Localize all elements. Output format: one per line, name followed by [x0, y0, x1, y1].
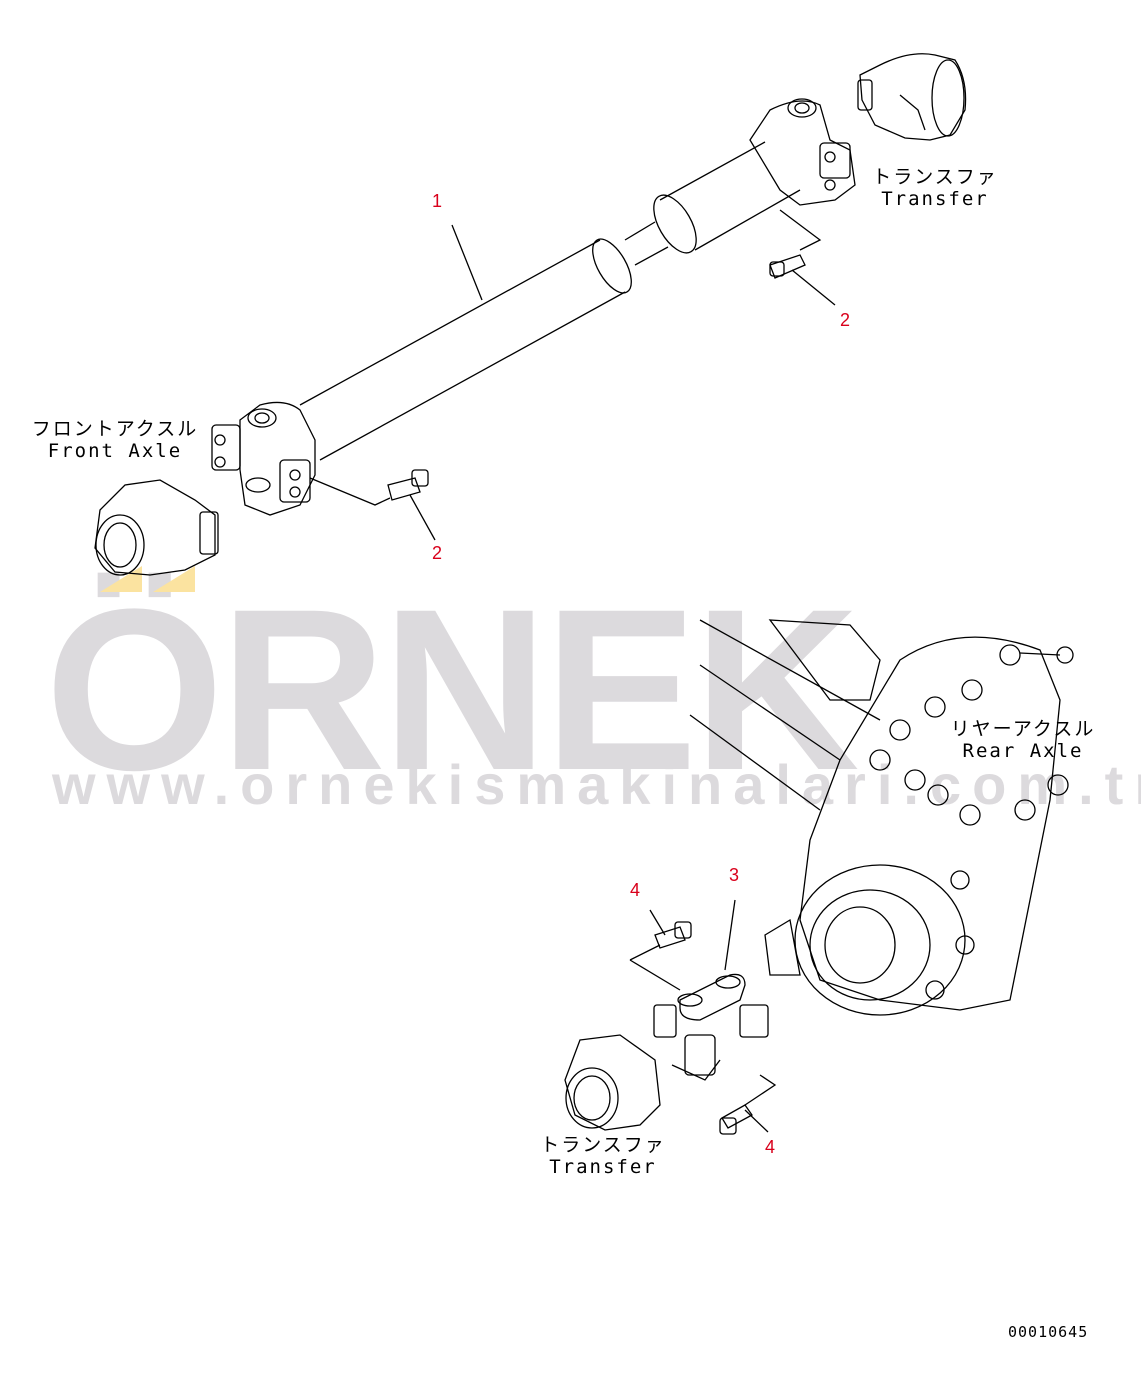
- transfer-top-label: トランスファ Transfer: [870, 166, 1000, 210]
- watermark-url: www.ornekismakinalari.com.tr: [52, 753, 1141, 816]
- rear-axle-housing-drawing: [689, 619, 1074, 1016]
- watermark-brand: ÖRNEK: [45, 561, 860, 818]
- callout-4-bolt-upper[interactable]: 4: [630, 880, 641, 900]
- callout-2-bolt-rear[interactable]: 2: [840, 310, 851, 330]
- rear-axle-label: リヤーアクスル Rear Axle: [948, 718, 1098, 762]
- transfer-flange-top-drawing: [857, 53, 967, 141]
- callout-3-universal-joint[interactable]: 3: [729, 865, 740, 885]
- bolt-lower-drawing: [719, 1074, 777, 1135]
- document-id: 00010645: [1008, 1323, 1089, 1341]
- transfer-bottom-label-jp: トランスファ: [540, 1134, 666, 1156]
- transfer-top-label-en: Transfer: [881, 188, 989, 210]
- callout-2-bolt-front[interactable]: 2: [432, 543, 443, 563]
- watermark-accent-icon: [100, 566, 195, 592]
- front-axle-flange-drawing: [94, 479, 219, 576]
- transfer-flange-bottom-drawing: [564, 1034, 661, 1131]
- front-axle-label-en: Front Axle: [47, 440, 183, 462]
- rear-axle-label-jp: リヤーアクスル: [950, 718, 1096, 740]
- rear-axle-label-en: Rear Axle: [962, 740, 1084, 762]
- bolt-upper-drawing: [649, 909, 692, 949]
- transfer-top-label-jp: トランスファ: [872, 166, 998, 188]
- front-axle-label: フロントアクスル Front Axle: [30, 418, 200, 462]
- drive-shaft-drawing: [211, 98, 856, 516]
- transfer-bottom-label: トランスファ Transfer: [538, 1134, 668, 1178]
- front-axle-label-jp: フロントアクスル: [31, 418, 199, 440]
- universal-joint-drawing: [629, 899, 769, 1081]
- callout-1-drive-shaft[interactable]: 1: [432, 191, 443, 211]
- transfer-bottom-label-en: Transfer: [549, 1156, 657, 1178]
- bolt-rear-drawing: [769, 254, 836, 306]
- callout-4-bolt-lower[interactable]: 4: [765, 1137, 776, 1157]
- bolt-front-drawing: [387, 469, 436, 541]
